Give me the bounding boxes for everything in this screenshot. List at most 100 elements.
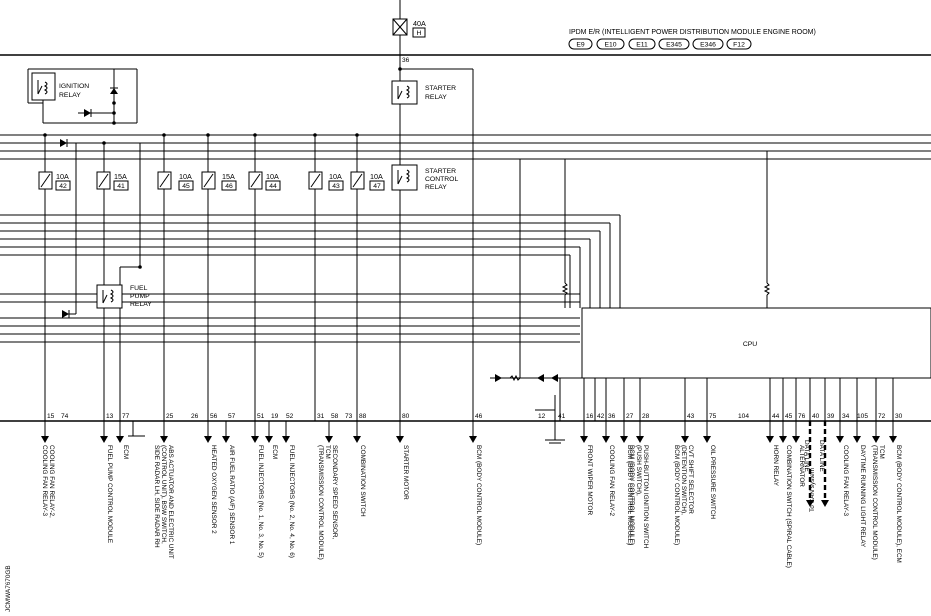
resistor-icon	[561, 282, 569, 296]
output-labels: COOLING FAN RELAY-2,COOLING FAN RELAY-3 …	[41, 440, 902, 568]
arrow-down-icon	[160, 436, 168, 443]
fuse-amp: 10A	[370, 172, 383, 181]
signal-wires	[0, 214, 621, 343]
terminal-number: 46	[475, 413, 483, 420]
arrow-down-icon	[703, 436, 711, 443]
arrow-down-icon	[853, 436, 861, 443]
resistor-icon	[509, 374, 521, 382]
connector-badge: E346	[692, 38, 724, 50]
fuel-pump-relay-label: RELAY	[130, 301, 152, 308]
arrow-down-icon	[353, 436, 361, 443]
terminal-number: 25	[166, 413, 174, 420]
connector-label: E10	[604, 42, 616, 49]
output-label: COOLING FAN RELAY-2,	[48, 445, 55, 518]
arrow-down-icon	[580, 436, 588, 443]
arrow-down-icon	[836, 436, 844, 443]
connector-badge: E9	[568, 38, 593, 50]
output-label: COMBINATION SWITCH	[359, 445, 366, 517]
ignition-relay: IGNITION RELAY	[31, 72, 89, 101]
terminal-numbers: 15 74 13 77 25 26 56 57 51 19 52 31 58 7…	[47, 413, 903, 420]
output-label: BCM (BODY CONTROL MODULE)	[673, 445, 680, 545]
arrow-down-icon	[792, 436, 800, 443]
terminal-number: 39	[827, 413, 835, 420]
arrow-down-icon	[821, 500, 829, 507]
fuel-pump-relay-label: FUEL	[130, 285, 148, 292]
figure-code: JCMWA7670GB	[5, 565, 12, 612]
can-data-lines: To CAN system	[806, 421, 829, 512]
fuse-number: 44	[269, 183, 277, 190]
fuse-number: 42	[59, 183, 67, 190]
output-label: CVT SHIFT SELECTOR	[687, 445, 694, 514]
terminal-number: 30	[895, 413, 903, 420]
terminal-number: 12	[538, 413, 546, 420]
arrow-down-icon	[872, 436, 880, 443]
connector-label: E11	[636, 42, 648, 49]
terminal-number: 27	[626, 413, 634, 420]
output-label: DATA LINE	[803, 440, 810, 472]
fuse-amp: 15A	[114, 172, 127, 181]
fuse-number: 45	[182, 183, 190, 190]
terminal-number: 74	[61, 413, 69, 420]
terminal-number: 105	[857, 413, 868, 420]
terminal-number: 13	[106, 413, 114, 420]
arrow-down-icon	[469, 436, 477, 443]
terminal-number: 72	[878, 413, 886, 420]
terminal-wires	[519, 159, 894, 440]
arrow-down-icon	[251, 436, 259, 443]
ignition-relay-label: IGNITION	[59, 83, 89, 90]
terminal-number: 77	[122, 413, 130, 420]
connector-label: F12	[733, 42, 745, 49]
fuse-amp: 10A	[266, 172, 279, 181]
diode-icon	[495, 374, 502, 382]
output-label: BCM (BODY CONTROL MODULE)	[475, 445, 482, 545]
terminal-number: 104	[738, 413, 749, 420]
fuse-number: 46	[225, 183, 233, 190]
ipdm-title: IPDM E/R (INTELLIGENT POWER DISTRIBUTION…	[569, 29, 816, 36]
arrow-down-icon	[116, 436, 124, 443]
output-label: ECM	[271, 445, 278, 459]
terminal-number: 80	[402, 413, 410, 420]
output-label: DAYTIME RUNNING LIGHT RELAY	[859, 445, 866, 548]
diode-icon	[62, 310, 69, 318]
output-label: STARTER MOTOR	[402, 445, 409, 500]
diode-icon	[60, 139, 67, 147]
arrow-down-icon	[620, 436, 628, 443]
terminal-number: 75	[709, 413, 717, 420]
connector-badge: E10	[596, 38, 625, 50]
terminal-number: 31	[317, 413, 325, 420]
output-label: FUEL INJECTORS (No. 1, No. 3, No. 5)	[257, 445, 264, 558]
output-label: (TRANSMISSION CONTROL MODULE)	[871, 445, 878, 560]
terminal-number: 57	[228, 413, 236, 420]
arrow-down-icon	[325, 436, 333, 443]
output-label: SECONDARY SPEED SENSOR,	[331, 445, 338, 539]
starter-control-relay-label: RELAY	[425, 184, 447, 191]
cpu-label: CPU	[743, 341, 757, 348]
fuse-47: 10A 47	[350, 171, 385, 191]
diode-icon	[537, 374, 544, 382]
connector-badge: E345	[658, 38, 690, 50]
output-label: (TRANSMISSION CONTROL MODULE)	[317, 445, 324, 560]
arrow-down-icon	[204, 436, 212, 443]
diode-icon	[84, 109, 91, 117]
output-label: AIR FUEL RATIO (A/F) SENSOR 1	[228, 445, 235, 545]
main-fuse-code: H	[417, 30, 422, 37]
output-label: (CONTROL UNIT), BSW SWITCH,	[160, 445, 167, 544]
arrow-down-icon	[265, 436, 273, 443]
output-label: BCM (BODY CONTROL MODULE)	[626, 445, 633, 545]
connector-badge: F12	[726, 38, 752, 50]
terminal-number: 58	[331, 413, 339, 420]
fuse-42: 10A 42	[38, 171, 71, 191]
terminal-number: 15	[47, 413, 55, 420]
starter-control-relay-label: STARTER	[425, 168, 456, 175]
output-arrows	[41, 421, 897, 444]
fuse-41: 15A 41	[96, 171, 129, 191]
arrow-down-icon	[636, 436, 644, 443]
fuse-amp: 10A	[329, 172, 342, 181]
output-label: (DETENTION SWITCH),	[680, 445, 687, 515]
arrow-down-icon	[779, 436, 787, 443]
output-label: FRONT WIPER MOTOR	[586, 445, 593, 515]
cpu-module: CPU	[581, 307, 931, 379]
output-label: BCM (BODY CONTROL MODULE), ECM	[895, 445, 902, 563]
fuel-pump-relay-label: PUMP	[130, 293, 150, 300]
connector-label: E346	[700, 42, 716, 49]
